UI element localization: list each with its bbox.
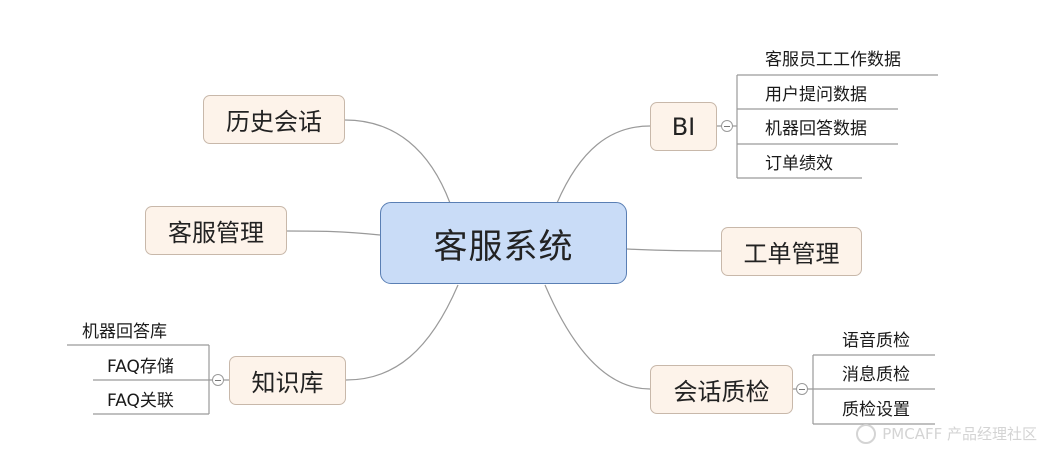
knowledge-label: 知识库	[251, 369, 324, 397]
qa-child-2[interactable]: 消息质检	[842, 365, 910, 385]
node-bi[interactable]: BI	[650, 102, 717, 151]
node-cs-manage[interactable]: 客服管理	[145, 206, 287, 255]
node-qa[interactable]: 会话质检	[650, 365, 793, 414]
qa-child-3[interactable]: 质检设置	[842, 400, 910, 420]
qa-label: 会话质检	[673, 378, 770, 406]
ticket-label: 工单管理	[743, 240, 840, 268]
watermark-text: PMCAFF 产品经理社区	[882, 425, 1037, 443]
link-knowledge	[345, 284, 459, 381]
node-knowledge[interactable]: 知识库	[229, 356, 346, 405]
node-ticket[interactable]: 工单管理	[721, 227, 862, 276]
bi-collapse-toggle[interactable]	[721, 120, 733, 132]
bi-child-4[interactable]: 订单绩效	[765, 154, 833, 174]
knowledge-child-2[interactable]: FAQ存储	[107, 357, 174, 377]
qa-collapse-toggle[interactable]	[796, 383, 808, 395]
link-cs-manage	[286, 230, 381, 236]
knowledge-child-3[interactable]: FAQ关联	[107, 391, 174, 411]
link-ticket	[626, 248, 722, 252]
knowledge-collapse-toggle[interactable]	[212, 374, 224, 386]
bi-child-1[interactable]: 客服员工工作数据	[765, 50, 901, 70]
bi-child-3[interactable]: 机器回答数据	[765, 119, 867, 139]
knowledge-child-1[interactable]: 机器回答库	[82, 322, 167, 342]
root-node[interactable]: 客服系统	[380, 202, 627, 284]
root-label: 客服系统	[433, 226, 574, 267]
link-qa	[544, 284, 651, 390]
bi-label: BI	[671, 112, 696, 141]
bi-child-2[interactable]: 用户提问数据	[765, 85, 867, 105]
qa-child-1[interactable]: 语音质检	[842, 331, 910, 351]
pmcaff-logo-icon	[856, 423, 877, 444]
watermark: PMCAFF 产品经理社区	[856, 423, 1037, 444]
history-label: 历史会话	[226, 108, 322, 136]
link-history	[344, 119, 451, 204]
cs-manage-label: 客服管理	[168, 219, 264, 247]
node-history[interactable]: 历史会话	[203, 95, 345, 144]
link-bi	[556, 125, 651, 204]
